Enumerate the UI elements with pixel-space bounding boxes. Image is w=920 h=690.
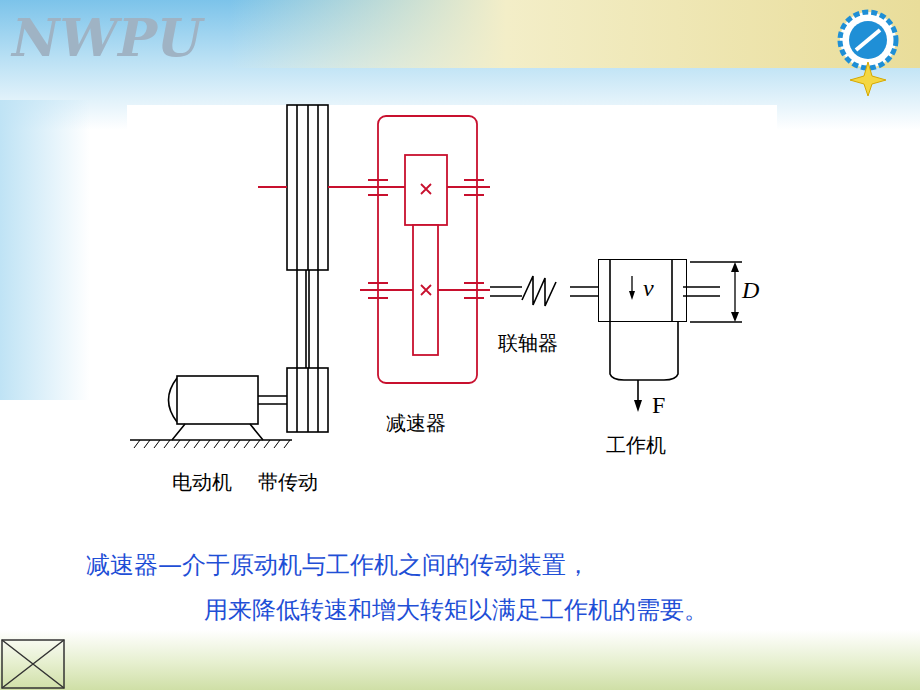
body-text: 减速器—介于原动机与工作机之间的传动装置， bbox=[86, 552, 590, 580]
reducer bbox=[258, 116, 490, 383]
body-text: 用来降低转速和增大转矩以满足工作机的需要。 bbox=[204, 597, 708, 625]
coupling-symbol bbox=[522, 276, 556, 306]
part-name: 工作机 bbox=[606, 434, 666, 457]
dimension-label: D bbox=[742, 277, 759, 305]
watermark: NWPU bbox=[12, 8, 202, 68]
force-label: F bbox=[652, 392, 665, 420]
diagram-ground bbox=[127, 105, 777, 505]
motor-body bbox=[177, 376, 258, 424]
belt-pulley-bottom bbox=[287, 368, 328, 432]
velocity-label: v bbox=[599, 260, 686, 300]
part-name: 电动机 bbox=[172, 471, 232, 494]
part-name: 减速器 bbox=[386, 412, 446, 435]
nav-box bbox=[2, 640, 64, 688]
header-band bbox=[230, 0, 920, 68]
part-name: 带传动 bbox=[258, 471, 318, 494]
drum-box: v bbox=[598, 259, 687, 322]
part-name: 联轴器 bbox=[498, 332, 558, 355]
left-sky bbox=[0, 100, 90, 400]
footer-band bbox=[0, 630, 920, 690]
mechanism bbox=[130, 105, 742, 448]
logo bbox=[840, 12, 896, 96]
belt-pulley-top bbox=[287, 105, 328, 270]
